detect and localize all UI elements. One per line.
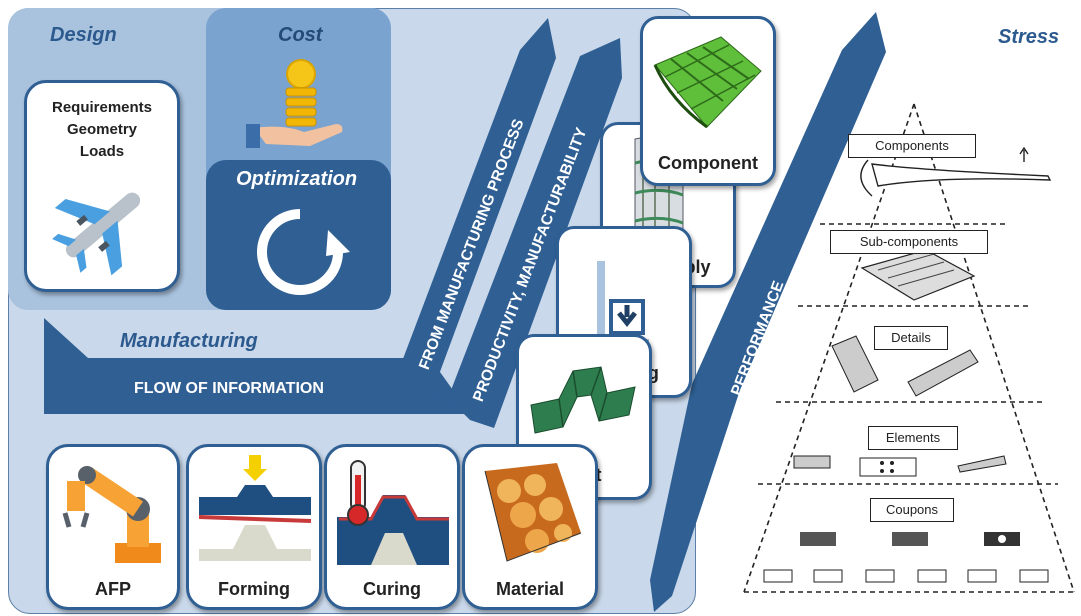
design-heading: Design — [50, 24, 117, 46]
pyramid-coupons-label: Coupons — [870, 498, 954, 522]
pyramid-components-label: Components — [848, 134, 976, 158]
optimization-heading: Optimization — [236, 168, 358, 190]
flow-of-information-arrow — [44, 318, 470, 414]
coins-hand-icon — [246, 59, 343, 148]
refresh-icon — [257, 209, 350, 295]
panel-component-image — [653, 36, 762, 129]
material-label: Material — [495, 579, 565, 599]
loads-label: Loads — [79, 143, 125, 160]
geometry-label: Geometry — [66, 121, 138, 138]
forming-card: Forming — [186, 444, 322, 610]
forming-press-icon — [199, 455, 311, 561]
requirements-label: Requirements — [51, 99, 153, 116]
productivity-arrow — [448, 38, 622, 428]
hat-stiffener-icon — [530, 366, 636, 434]
component-card: Component — [640, 16, 776, 186]
curing-card: Curing — [324, 444, 460, 610]
pyramid-elements-label: Elements — [868, 426, 958, 450]
cost-heading: Cost — [278, 24, 323, 46]
thermometer-icon — [337, 460, 449, 565]
component-label: Component — [658, 153, 758, 173]
airplane-icon — [52, 192, 141, 276]
material-microscopy-image — [484, 463, 582, 562]
material-card: Material — [462, 444, 598, 610]
performance-arrow — [650, 12, 886, 612]
flow-of-information-label: FLOW OF INFORMATION — [134, 380, 324, 397]
afp-card: AFP — [46, 444, 180, 610]
pyramid-subcomponents-label: Sub-components — [830, 230, 988, 254]
forming-label: Forming — [218, 579, 290, 599]
from-manufacturing-arrow — [398, 18, 556, 414]
afp-label: AFP — [95, 579, 131, 599]
robot-arm-icon — [62, 466, 161, 563]
test-pyramid-diagram — [743, 103, 1075, 593]
requirements-card: Requirements Geometry Loads — [24, 80, 180, 292]
curing-label: Curing — [363, 579, 421, 599]
stress-heading: Stress — [998, 26, 1060, 48]
pyramid-details-label: Details — [874, 326, 948, 350]
manufacturing-heading: Manufacturing — [120, 330, 258, 352]
